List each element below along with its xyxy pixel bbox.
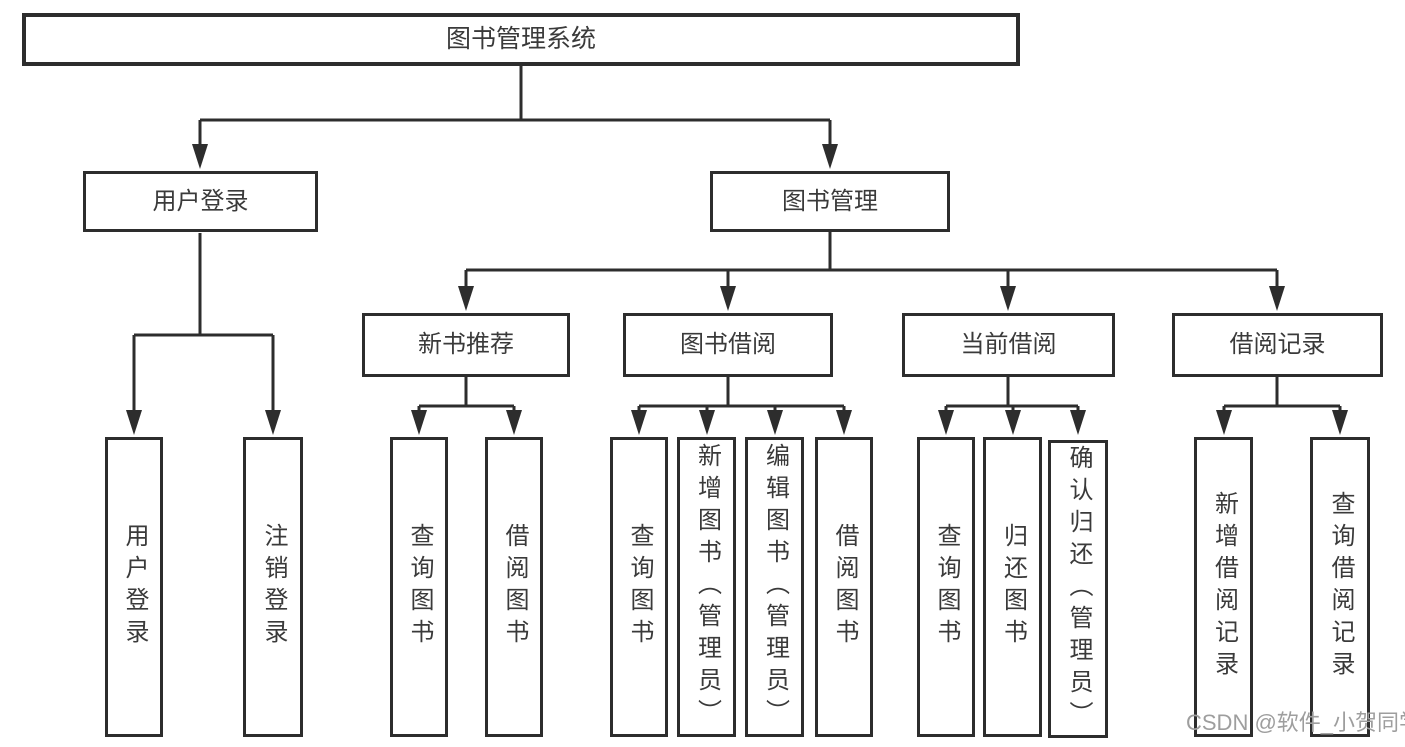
csdn-watermark: CSDN @软件_小贺同学	[1186, 710, 1405, 735]
node-book-management: 图书管理	[710, 171, 950, 232]
leaf-query-books-borrow: 查询图书	[610, 437, 668, 737]
leaf-borrow-books-recommend: 借阅图书	[485, 437, 543, 737]
leaf-add-books-admin: 新增图书（管理员）	[677, 437, 736, 737]
leaf-return-books: 归还图书	[983, 437, 1042, 737]
leaf-borrow-books: 借阅图书	[815, 437, 873, 737]
leaf-query-books-recommend: 查询图书	[390, 437, 448, 737]
node-book-borrow: 图书借阅	[623, 313, 833, 377]
leaf-confirm-return-admin: 确认归还（管理员）	[1048, 440, 1108, 738]
leaf-user-login: 用户登录	[105, 437, 163, 737]
node-current-borrow: 当前借阅	[902, 313, 1115, 377]
node-new-book-recommend: 新书推荐	[362, 313, 570, 377]
leaf-edit-books-admin: 编辑图书（管理员）	[745, 437, 804, 737]
node-library-management-system: 图书管理系统	[22, 13, 1020, 66]
leaf-query-borrow-record: 查询借阅记录	[1310, 437, 1370, 737]
leaf-query-books-current: 查询图书	[917, 437, 975, 737]
leaf-logout: 注销登录	[243, 437, 303, 737]
node-user-login: 用户登录	[83, 171, 318, 232]
arrowhead-icon	[126, 144, 1348, 435]
leaf-add-borrow-record: 新增借阅记录	[1194, 437, 1253, 737]
node-borrow-records: 借阅记录	[1172, 313, 1383, 377]
